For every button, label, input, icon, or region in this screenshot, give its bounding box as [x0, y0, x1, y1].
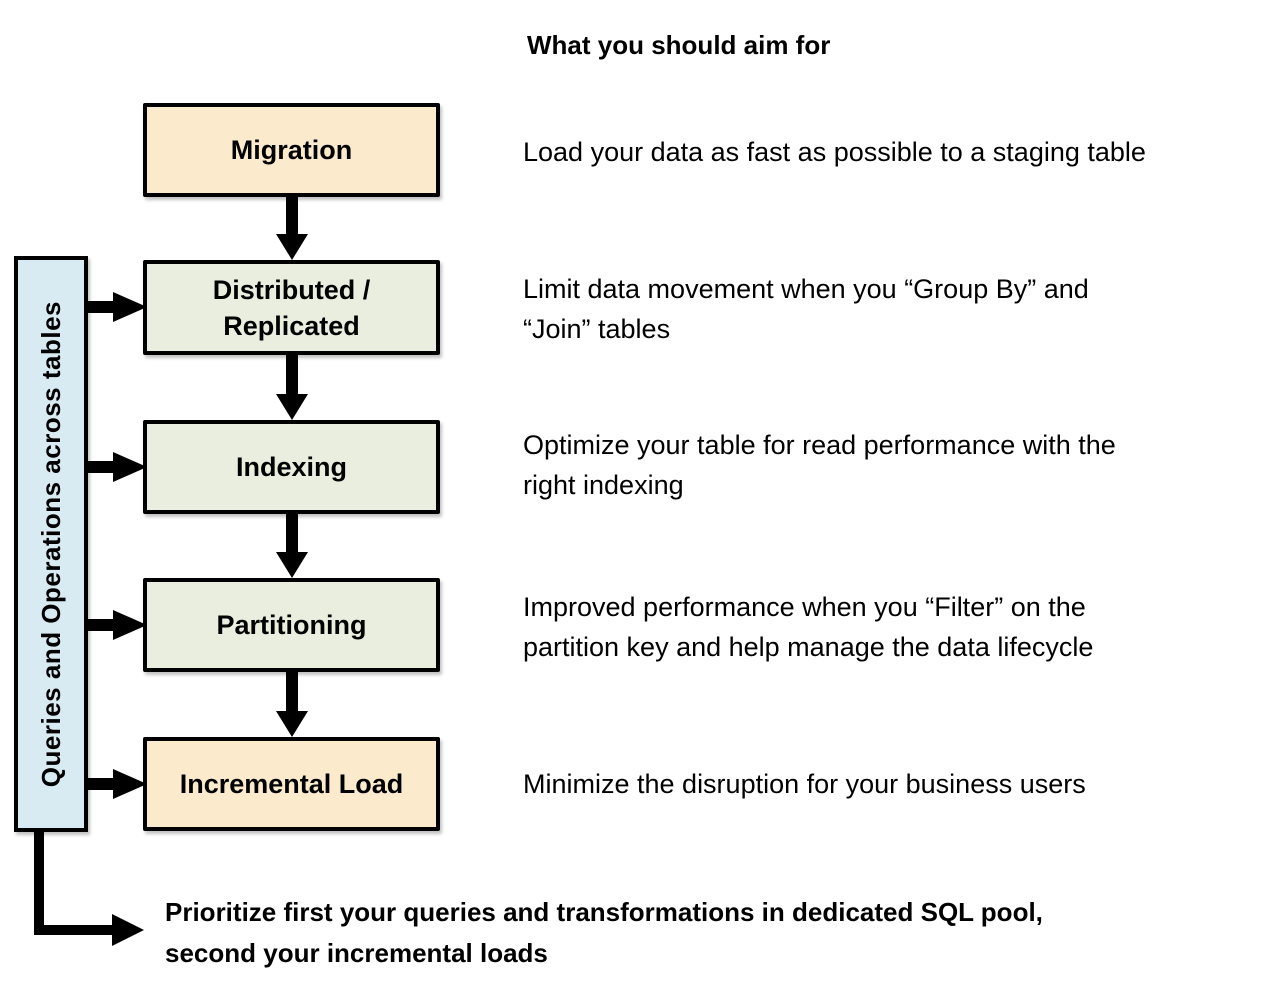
- elbow-arrow-vertical-segment: [34, 828, 44, 934]
- step-description-incremental-load: Minimize the disruption for your busines…: [523, 769, 1086, 799]
- arrow-head: [276, 234, 308, 260]
- right-arrow-icon: [86, 610, 147, 640]
- arrow-shaft: [286, 195, 298, 234]
- arrow-head: [113, 452, 147, 482]
- flow-step-partitioning: Partitioning: [143, 578, 440, 672]
- elbow-arrow-horizontal-segment: [34, 925, 112, 935]
- arrow-shaft: [86, 619, 113, 631]
- flow-step-label: Indexing: [235, 452, 347, 482]
- right-arrow-icon: [86, 292, 147, 322]
- down-arrow-icon: [276, 195, 308, 260]
- arrow-shaft: [286, 512, 298, 552]
- down-arrow-icon: [276, 512, 308, 578]
- arrow-head: [276, 711, 308, 737]
- arrow-shaft: [86, 778, 113, 790]
- arrow-head: [113, 292, 147, 322]
- right-arrow-icon: [86, 452, 147, 482]
- step-description-indexing: Optimize your table for read performance…: [523, 430, 1116, 500]
- arrow-head: [276, 394, 308, 420]
- right-arrow-icon: [86, 769, 147, 799]
- flow-step-label: Migration: [230, 135, 353, 165]
- step-description-distributed-replicated: Limit data movement when you “Group By” …: [523, 274, 1089, 344]
- arrow-shaft: [86, 301, 113, 313]
- arrow-shaft: [86, 461, 113, 473]
- step-description-migration: Load your data as fast as possible to a …: [523, 137, 1146, 167]
- down-arrow-icon: [276, 353, 308, 420]
- step-description-partitioning: Improved performance when you “Filter” o…: [523, 592, 1094, 662]
- arrow-shaft: [286, 670, 298, 711]
- flow-step-label: Distributed / Replicated: [212, 274, 371, 341]
- arrow-head: [113, 610, 147, 640]
- aim-column-header: What you should aim for: [527, 30, 831, 60]
- flow-step-indexing: Indexing: [143, 420, 440, 514]
- flow-step-label: Partitioning: [216, 610, 367, 640]
- flow-step-migration: Migration: [143, 103, 440, 197]
- side-label-box: Queries and Operations across tables: [14, 256, 88, 832]
- down-arrow-icon: [276, 670, 308, 737]
- flow-step-label: Incremental Load: [179, 769, 404, 799]
- arrow-head: [113, 769, 147, 799]
- flow-step-incremental-load: Incremental Load: [143, 737, 440, 831]
- elbow-arrow-head: [112, 914, 144, 946]
- arrow-shaft: [286, 353, 298, 394]
- arrow-head: [276, 552, 308, 578]
- footer-note: Prioritize first your queries and transf…: [165, 897, 1043, 968]
- side-label: Queries and Operations across tables: [35, 300, 66, 788]
- flow-step-distributed-replicated: Distributed / Replicated: [143, 260, 440, 355]
